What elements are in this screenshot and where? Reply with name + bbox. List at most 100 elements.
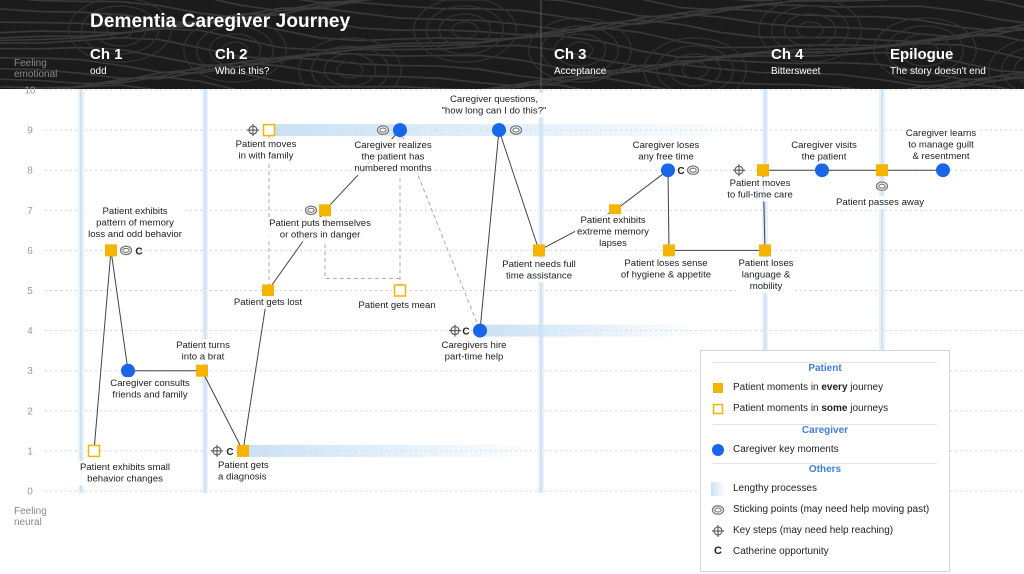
catherine-symbol: C — [714, 545, 722, 557]
patient-every-marker — [876, 164, 888, 177]
y-tick-label: 4 — [27, 326, 33, 337]
legend-text: Catherine opportunity — [733, 546, 829, 557]
texture-ring — [208, 33, 262, 67]
texture-ring — [451, 21, 479, 39]
page-title: Dementia Caregiver Journey — [90, 11, 351, 32]
label-backdrop — [439, 93, 549, 118]
node-label-line: "how long can I do this?" — [442, 106, 547, 117]
patient-every-marker — [609, 204, 621, 217]
y-tick-label: 6 — [27, 246, 33, 257]
paperclip-icon — [119, 245, 133, 256]
patient-some-marker — [262, 123, 276, 137]
node-label-line: Patient exhibits small — [80, 462, 170, 473]
node-label-line: Caregiver loses — [633, 140, 700, 151]
texture-ring — [196, 25, 275, 75]
texture-ring — [413, 0, 517, 63]
label-backdrop — [834, 196, 927, 209]
node-label-line: pattern of memory — [96, 218, 174, 229]
legend-text: journeys — [847, 403, 889, 414]
chapter-4-title: Ch 4 — [771, 46, 804, 63]
caregiver-moment-marker — [393, 123, 407, 138]
texture-ring — [323, 53, 377, 87]
y-tick-label: 10 — [24, 86, 36, 97]
label-backdrop — [216, 459, 271, 484]
lengthy-process-bars — [243, 124, 765, 457]
legend-emphasis: some — [821, 403, 848, 414]
label-backdrop — [736, 257, 796, 294]
texture-ring — [758, 0, 862, 63]
texture-ring — [426, 5, 505, 55]
legend-others-heading: Others — [808, 464, 842, 475]
texture-line — [0, 61, 1024, 88]
caregiver-moment-marker — [661, 163, 675, 178]
journey-link — [479, 130, 500, 331]
node-label-line: Patient moves — [730, 178, 791, 189]
paperclip-icon — [509, 125, 523, 135]
paperclip-icon — [304, 205, 318, 216]
texture-ring — [885, 25, 964, 75]
label-backdrop — [356, 299, 438, 312]
texture-ring — [438, 13, 492, 47]
crosshair-icon — [712, 525, 724, 537]
chapter-2-subtitle: Who is this? — [215, 66, 270, 77]
node-label-p-lost: Patient gets lost — [234, 297, 303, 308]
texture-ring — [336, 61, 364, 79]
journey-link — [667, 170, 670, 251]
label-backdrop — [575, 214, 652, 251]
catherine-opportunity-mark: C — [677, 166, 684, 177]
legend-rule — [713, 362, 937, 363]
gradient-bar-icon — [711, 482, 725, 496]
node-label-line: loss and odd behavior — [88, 229, 183, 240]
texture-ring — [988, 38, 1024, 89]
patient-every-marker — [757, 164, 769, 177]
node-label-line: Patient gets lost — [234, 297, 303, 308]
texture-ring — [668, 53, 722, 87]
node-label-line: extreme memory — [577, 227, 649, 238]
legend-patient-heading: Patient — [808, 363, 842, 374]
texture-line — [0, 1, 1024, 25]
caregiver-moment-marker — [815, 163, 829, 178]
epilogue-subtitle: The story doesn't end — [890, 66, 986, 77]
caregiver-moment-marker — [121, 363, 135, 378]
topographic-texture — [0, 0, 1024, 89]
legend-caregiver-heading: Caregiver — [801, 425, 849, 436]
patient-every-marker — [319, 204, 331, 217]
patient-some-marker — [87, 444, 101, 458]
node-label-line: numbered months — [354, 163, 432, 174]
legend-text: Patient moments in — [733, 403, 822, 414]
texture-line — [57, 82, 1012, 89]
y-axis-top-label: Feeling emotional — [14, 58, 58, 80]
node-label-line: time assistance — [506, 271, 572, 282]
node-label-line: Patient exhibits — [580, 215, 645, 226]
node-label-line: to manage guilt — [908, 140, 974, 151]
texture-ring — [1001, 47, 1024, 89]
paperclip-icon — [686, 165, 700, 176]
node-label-line: Patient gets — [218, 460, 269, 471]
texture-line — [0, 7, 1024, 33]
node-label-line: to full-time care — [727, 190, 793, 201]
texture-ring — [93, 13, 147, 47]
crosshair-icon — [449, 324, 461, 337]
node-label-line: Caregiver learns — [906, 128, 977, 139]
y-tick-label: 2 — [27, 406, 33, 417]
journey-link — [242, 290, 269, 451]
label-backdrop — [630, 139, 702, 164]
crosshair-icon — [211, 444, 223, 457]
legend-emphasis: every — [821, 382, 848, 393]
chapter-3-title: Ch 3 — [554, 46, 587, 63]
node-label-p-mean: Patient gets mean — [358, 300, 435, 311]
chapter-1-title: Ch 1 — [90, 46, 123, 63]
node-label-line: Patient turns — [176, 340, 230, 351]
journey-link — [93, 250, 112, 451]
texture-ring — [221, 41, 249, 59]
patient-every-marker — [663, 244, 675, 257]
